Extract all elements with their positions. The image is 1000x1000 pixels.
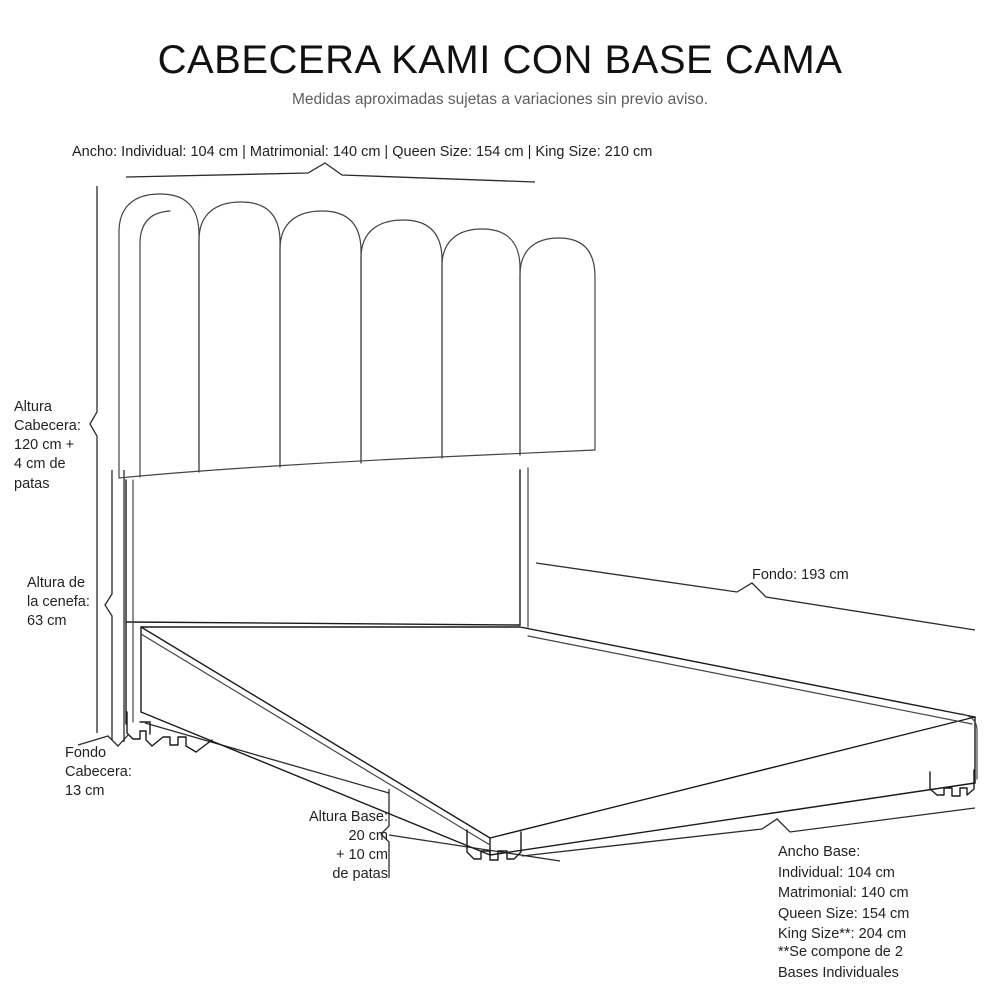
fondo-cabecera-label: Fondo Cabecera: 13 cm [65, 745, 132, 800]
left-dimension-lines [77, 186, 129, 747]
ancho-top-label: Ancho: Individual: 104 cm | Matrimonial:… [72, 144, 653, 160]
ancho-base-label: Ancho Base: Individual: 104 cm Matrimoni… [778, 844, 910, 943]
headboard-legs [126, 711, 213, 753]
headboard [118, 193, 596, 725]
ancho-base-leader [521, 807, 976, 857]
base-legs [466, 769, 975, 861]
page-subtitle: Medidas aproximadas sujetas a variacione… [291, 91, 709, 108]
nota-bases-individuales: **Se compone de 2 Bases Individuales [778, 944, 903, 981]
altura-base-label: Altura Base: 20 cm + 10 cm de patas [309, 809, 388, 883]
altura-cenefa-label: Altura de la cenefa: 63 cm [27, 575, 90, 630]
altura-cabecera-label: Altura Cabecera: 120 cm + 4 cm de patas [14, 399, 81, 492]
top-width-leader [125, 162, 536, 183]
bed-base [140, 626, 978, 856]
page-title: CABECERA KAMI CON BASE CAMA [157, 38, 843, 82]
fondo-label: Fondo: 193 cm [752, 567, 849, 583]
fondo-leader [535, 562, 976, 631]
